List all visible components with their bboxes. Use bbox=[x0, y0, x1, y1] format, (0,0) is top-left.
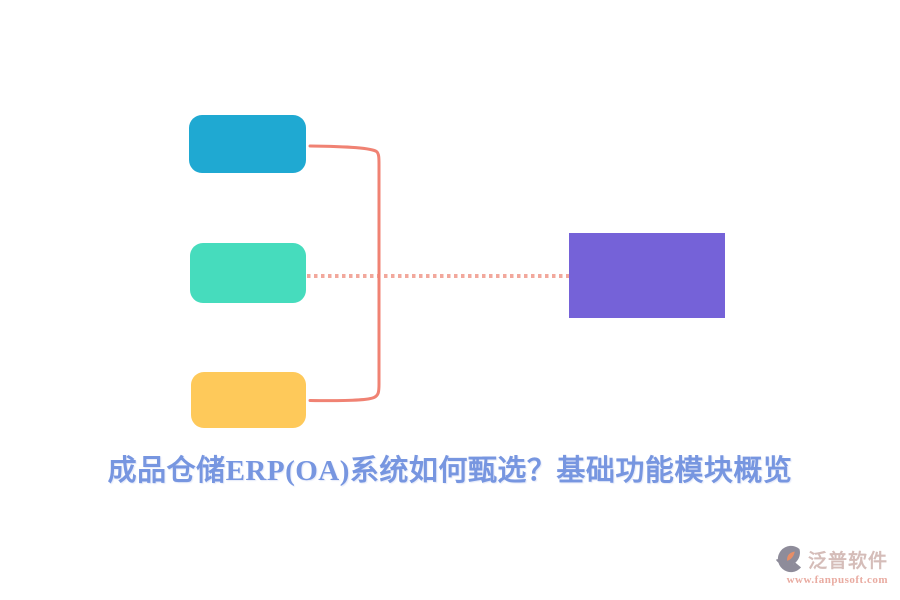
diagram-node-result bbox=[569, 233, 725, 318]
diagram-node-top bbox=[189, 115, 306, 173]
solid-connector bbox=[308, 144, 381, 403]
page-title: 成品仓储ERP(OA)系统如何甄选？基础功能模块概览 bbox=[107, 455, 793, 487]
watermark: 泛普软件 www.fanpusoft.com bbox=[758, 544, 888, 586]
diagram-node-bottom bbox=[191, 372, 306, 428]
diagram-node-middle bbox=[190, 243, 306, 303]
fanpu-logo-icon bbox=[775, 545, 802, 573]
watermark-brand-text: 泛普软件 bbox=[807, 550, 888, 572]
watermark-url-text: www.fanpusoft.com bbox=[786, 574, 888, 586]
